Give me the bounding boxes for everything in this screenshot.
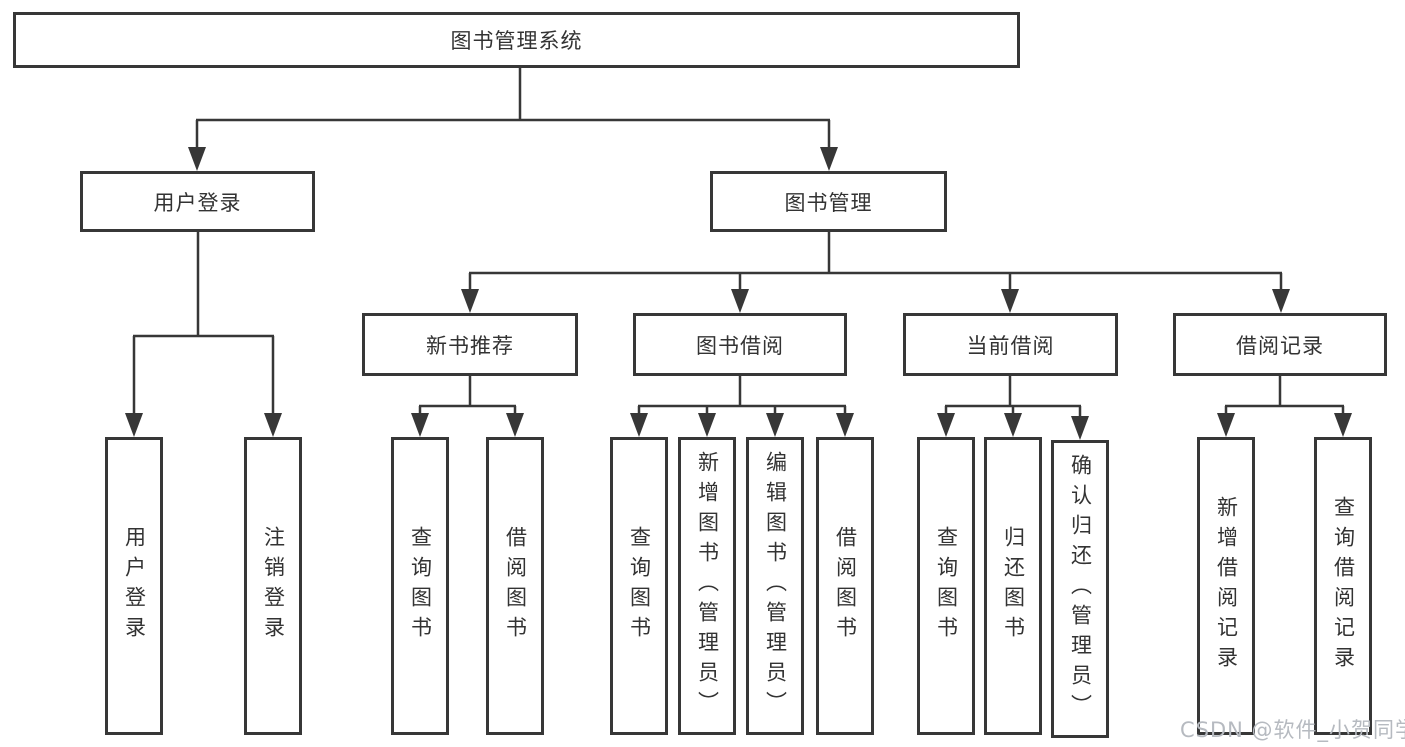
leaf-query-books-current: 查询图书 bbox=[917, 437, 975, 735]
node-book-borrowing-label: 图书借阅 bbox=[696, 333, 784, 358]
node-user-login: 用户登录 bbox=[80, 171, 315, 232]
leaf-confirm-return-admin: 确认归还（管理员） bbox=[1051, 440, 1109, 738]
csdn-watermark: CSDN @软件_小贺同学 bbox=[1180, 718, 1405, 742]
leaf-return-books-label: 归还图书 bbox=[1001, 526, 1026, 646]
leaf-logout-label: 注销登录 bbox=[261, 526, 286, 646]
leaf-add-book-admin: 新增图书（管理员） bbox=[678, 437, 736, 735]
leaf-query-books-current-label: 查询图书 bbox=[934, 526, 959, 646]
leaf-return-books: 归还图书 bbox=[984, 437, 1042, 735]
leaf-query-books-recommend: 查询图书 bbox=[391, 437, 449, 735]
leaf-query-books-recommend-label: 查询图书 bbox=[408, 526, 433, 646]
leaf-logout: 注销登录 bbox=[244, 437, 302, 735]
node-book-borrowing: 图书借阅 bbox=[633, 313, 847, 376]
node-user-login-label: 用户登录 bbox=[153, 190, 242, 215]
node-book-management-label: 图书管理 bbox=[784, 190, 873, 215]
leaf-add-borrow-record-label: 新增借阅记录 bbox=[1214, 496, 1239, 676]
leaf-edit-book-admin-label: 编辑图书（管理员） bbox=[763, 451, 788, 721]
leaf-confirm-return-admin-label: 确认归还（管理员） bbox=[1068, 454, 1093, 724]
leaf-query-books-borrowing: 查询图书 bbox=[610, 437, 668, 735]
leaf-user-login-label: 用户登录 bbox=[122, 526, 147, 646]
node-borrowing-records: 借阅记录 bbox=[1173, 313, 1387, 376]
leaf-add-borrow-record: 新增借阅记录 bbox=[1197, 437, 1255, 735]
leaf-borrow-books-recommend: 借阅图书 bbox=[486, 437, 544, 735]
leaf-add-book-admin-label: 新增图书（管理员） bbox=[695, 451, 720, 721]
node-new-book-recommend: 新书推荐 bbox=[362, 313, 578, 376]
leaf-borrow-books-recommend-label: 借阅图书 bbox=[503, 526, 528, 646]
leaf-query-books-borrowing-label: 查询图书 bbox=[627, 526, 652, 646]
leaf-borrow-books-borrowing-label: 借阅图书 bbox=[833, 526, 858, 646]
leaf-borrow-books-borrowing: 借阅图书 bbox=[816, 437, 874, 735]
node-new-book-recommend-label: 新书推荐 bbox=[426, 333, 514, 358]
node-borrowing-records-label: 借阅记录 bbox=[1236, 333, 1324, 358]
node-root-system: 图书管理系统 bbox=[13, 12, 1020, 68]
leaf-edit-book-admin: 编辑图书（管理员） bbox=[746, 437, 804, 735]
node-book-management: 图书管理 bbox=[710, 171, 947, 232]
leaf-query-borrow-record-label: 查询借阅记录 bbox=[1331, 496, 1356, 676]
node-root-system-label: 图书管理系统 bbox=[450, 29, 583, 53]
leaf-query-borrow-record: 查询借阅记录 bbox=[1314, 437, 1372, 735]
node-current-borrowing-label: 当前借阅 bbox=[966, 333, 1055, 358]
leaf-user-login: 用户登录 bbox=[105, 437, 163, 735]
node-current-borrowing: 当前借阅 bbox=[903, 313, 1118, 376]
